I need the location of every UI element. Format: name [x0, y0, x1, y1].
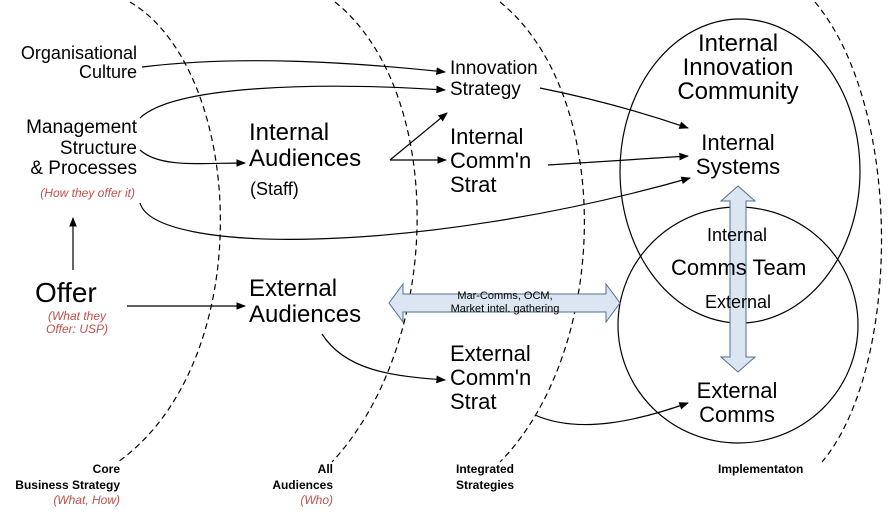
column-divider-2 — [331, 1, 418, 463]
comms-team-label: Comms Team — [671, 255, 807, 280]
column-divider-1 — [117, 1, 221, 463]
comms-team-external-label: External — [705, 292, 772, 312]
management-note: (How they offer it) — [40, 186, 135, 200]
column-caption-implementation: Implementaton — [718, 462, 804, 476]
arrow-external-audiences-to-external-comms — [321, 333, 446, 384]
arrow-audiences-to-innovation — [389, 112, 448, 161]
arrow-management-to-internal-systems — [139, 176, 691, 240]
internal-audiences-note: (Staff) — [250, 179, 299, 199]
link-label: Mar-Comms, OCM,Market intel. gathering — [450, 290, 560, 315]
column-divider-3 — [499, 1, 585, 463]
arrow-culture-to-innovation — [141, 60, 446, 75]
systems-comms-double-arrow — [719, 185, 757, 373]
arrow-innovation-to-systems — [539, 87, 689, 129]
column-divider-4 — [814, 1, 883, 463]
offer-label: Offer — [35, 277, 97, 308]
arrow-management-to-innovation — [139, 85, 446, 119]
link-double-arrow — [388, 282, 621, 324]
arrow-internal-comms-to-systems — [547, 152, 689, 166]
arrow-external-comms-to-external-comms-team — [534, 402, 689, 426]
comms-team-internal-label: Internal — [707, 225, 768, 245]
arrow-management-to-internal-audiences — [139, 149, 246, 167]
